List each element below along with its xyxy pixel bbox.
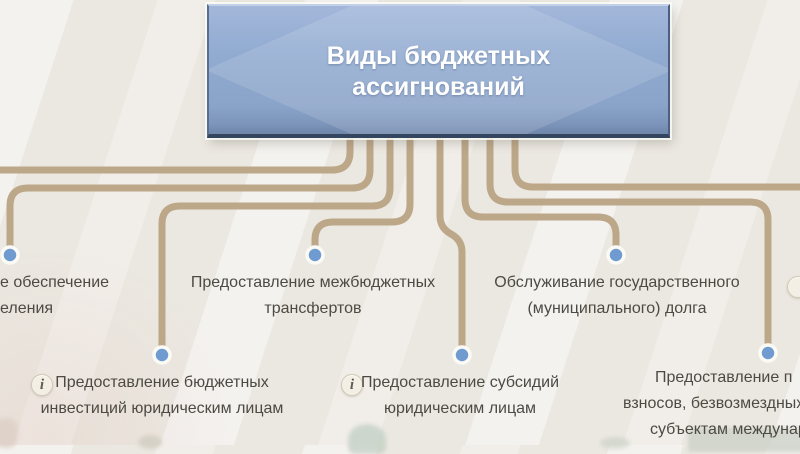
node-payments-line3: субъектам междунар (650, 421, 800, 438)
connector-offscreen-left (0, 130, 354, 174)
node-investments-line2: инвестиций юридическим лицам (40, 400, 284, 417)
node-payments-line1: Предоставление п (655, 369, 793, 386)
node-subsidies-line2: юридическим лицам (383, 400, 537, 417)
node-payments-line2: взносов, безвозмездных (623, 395, 800, 412)
node-dot-debt-service (606, 245, 626, 265)
node-transfers: Предоставление межбюджетных трансфертов (191, 270, 435, 322)
node-investments: Предоставление бюджетных инвестиций юрид… (41, 370, 284, 422)
page-title-line2: ассигнований (352, 73, 525, 101)
node-debt-service-line1: Обслуживание государственного (494, 274, 740, 291)
node-dot-transfers (305, 245, 325, 265)
connector-social-support (6, 130, 374, 252)
page-title-line1: Виды бюджетных (326, 42, 551, 70)
node-transfers-line1: Предоставление межбюджетных (190, 274, 436, 291)
node-debt-service: Обслуживание государственного (муниципал… (494, 270, 739, 322)
node-social-support-line1: е обеспечение (0, 274, 110, 291)
page-title: Виды бюджетных ассигнований (209, 6, 668, 134)
connector-investments (158, 130, 394, 352)
connector-transfers (311, 130, 414, 252)
node-social-support-line2: еления (0, 300, 54, 317)
node-transfers-line2: трансфертов (264, 300, 362, 317)
node-dot-investments (152, 345, 172, 365)
connector-debt-service (461, 130, 620, 252)
node-dot-social-support (0, 245, 20, 265)
node-dot-payments (758, 343, 778, 363)
connector-offscreen-right (511, 130, 800, 191)
node-subsidies-line1: Предоставление субсидий (360, 374, 560, 391)
header-box: Виды бюджетных ассигнований (207, 4, 670, 138)
info-icon-glyph: i (39, 376, 45, 393)
info-icon-investments[interactable]: i (31, 374, 53, 396)
node-social-support: е обеспечение еления (0, 270, 109, 322)
node-debt-service-line2: (муниципального) долга (527, 300, 707, 317)
info-icon-subsidies[interactable]: i (341, 374, 363, 396)
connector-subsidies (436, 130, 466, 352)
connector-payments (486, 130, 772, 350)
info-icon-glyph: i (349, 376, 355, 393)
node-investments-line1: Предоставление бюджетных (55, 374, 269, 391)
node-subsidies: Предоставление субсидий юридическим лица… (361, 370, 559, 422)
bush-silhouette (0, 418, 18, 448)
node-dot-subsidies (452, 345, 472, 365)
